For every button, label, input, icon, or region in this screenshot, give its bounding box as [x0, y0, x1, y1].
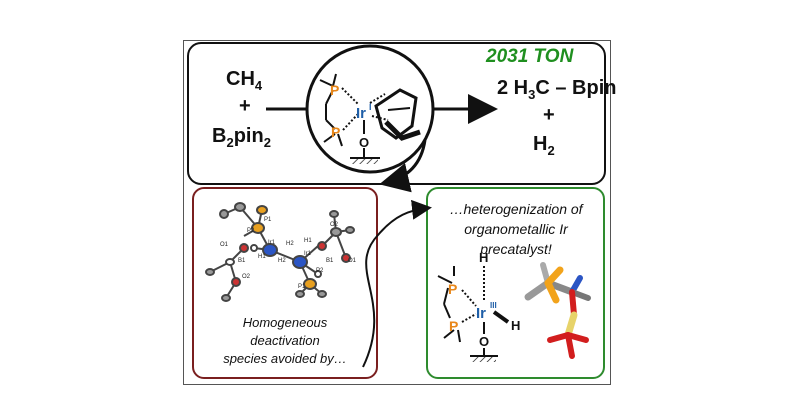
svg-text:O2: O2: [242, 274, 251, 280]
svg-text:P: P: [448, 281, 457, 297]
svg-text:H1: H1: [304, 238, 312, 244]
ton-label: 2031 TON: [486, 46, 574, 67]
reactant-methane: CH4: [226, 68, 263, 93]
iridium-hydride-complex: P P Ir III O H H: [437, 250, 520, 362]
reactant-plus: +: [239, 95, 251, 117]
heterogenization-panel: [426, 187, 605, 379]
svg-text:O1: O1: [348, 258, 357, 264]
stick-model: [524, 262, 591, 359]
svg-text:B1: B1: [326, 258, 334, 264]
product-methyl-bpin: 2 H3C – Bpin: [497, 77, 617, 102]
svg-text:P: P: [330, 82, 339, 98]
svg-text:H: H: [479, 250, 488, 265]
svg-text:P2: P2: [247, 228, 255, 234]
dimer-structure: [205, 202, 355, 302]
product-h2: H2: [533, 133, 555, 158]
svg-text:O: O: [479, 334, 489, 349]
caption-heterogenization: …heterogenization of organometallic Ir p…: [449, 201, 583, 257]
svg-text:P: P: [449, 318, 458, 334]
svg-text:Ir: Ir: [476, 305, 486, 322]
svg-text:Ir: Ir: [356, 105, 366, 122]
svg-text:Ir1: Ir1: [268, 240, 276, 246]
return-arrow: [379, 139, 427, 193]
svg-text:O1: O1: [220, 242, 229, 248]
svg-text:H2: H2: [278, 258, 286, 264]
deactivation-panel: [192, 187, 378, 379]
svg-text:Ir1: Ir1: [304, 251, 312, 257]
svg-text:P: P: [331, 124, 340, 140]
caption-deactivation: Homogeneous deactivation species avoided…: [223, 315, 347, 366]
svg-text:B1: B1: [238, 258, 246, 264]
svg-text:P1: P1: [264, 217, 272, 223]
svg-text:O2: O2: [330, 222, 339, 228]
dimer-atom-labels: P1 P2 Ir1 H2 H1 O1 B1 O2 H2 Ir1 P2 P1 B1…: [220, 217, 357, 290]
product-plus: +: [543, 104, 555, 126]
svg-text:I: I: [369, 102, 372, 112]
iridium-cod-complex: P P Ir I O: [319, 73, 421, 164]
connector-arrow: [362, 199, 432, 368]
svg-text:H2: H2: [286, 241, 294, 247]
svg-text:H: H: [511, 318, 520, 333]
svg-text:P1: P1: [298, 284, 306, 290]
svg-text:P2: P2: [316, 268, 324, 274]
svg-text:III: III: [490, 301, 497, 310]
svg-text:O: O: [359, 135, 369, 150]
reactant-b2pin2: B2pin2: [212, 125, 271, 150]
svg-text:H1: H1: [258, 254, 266, 260]
